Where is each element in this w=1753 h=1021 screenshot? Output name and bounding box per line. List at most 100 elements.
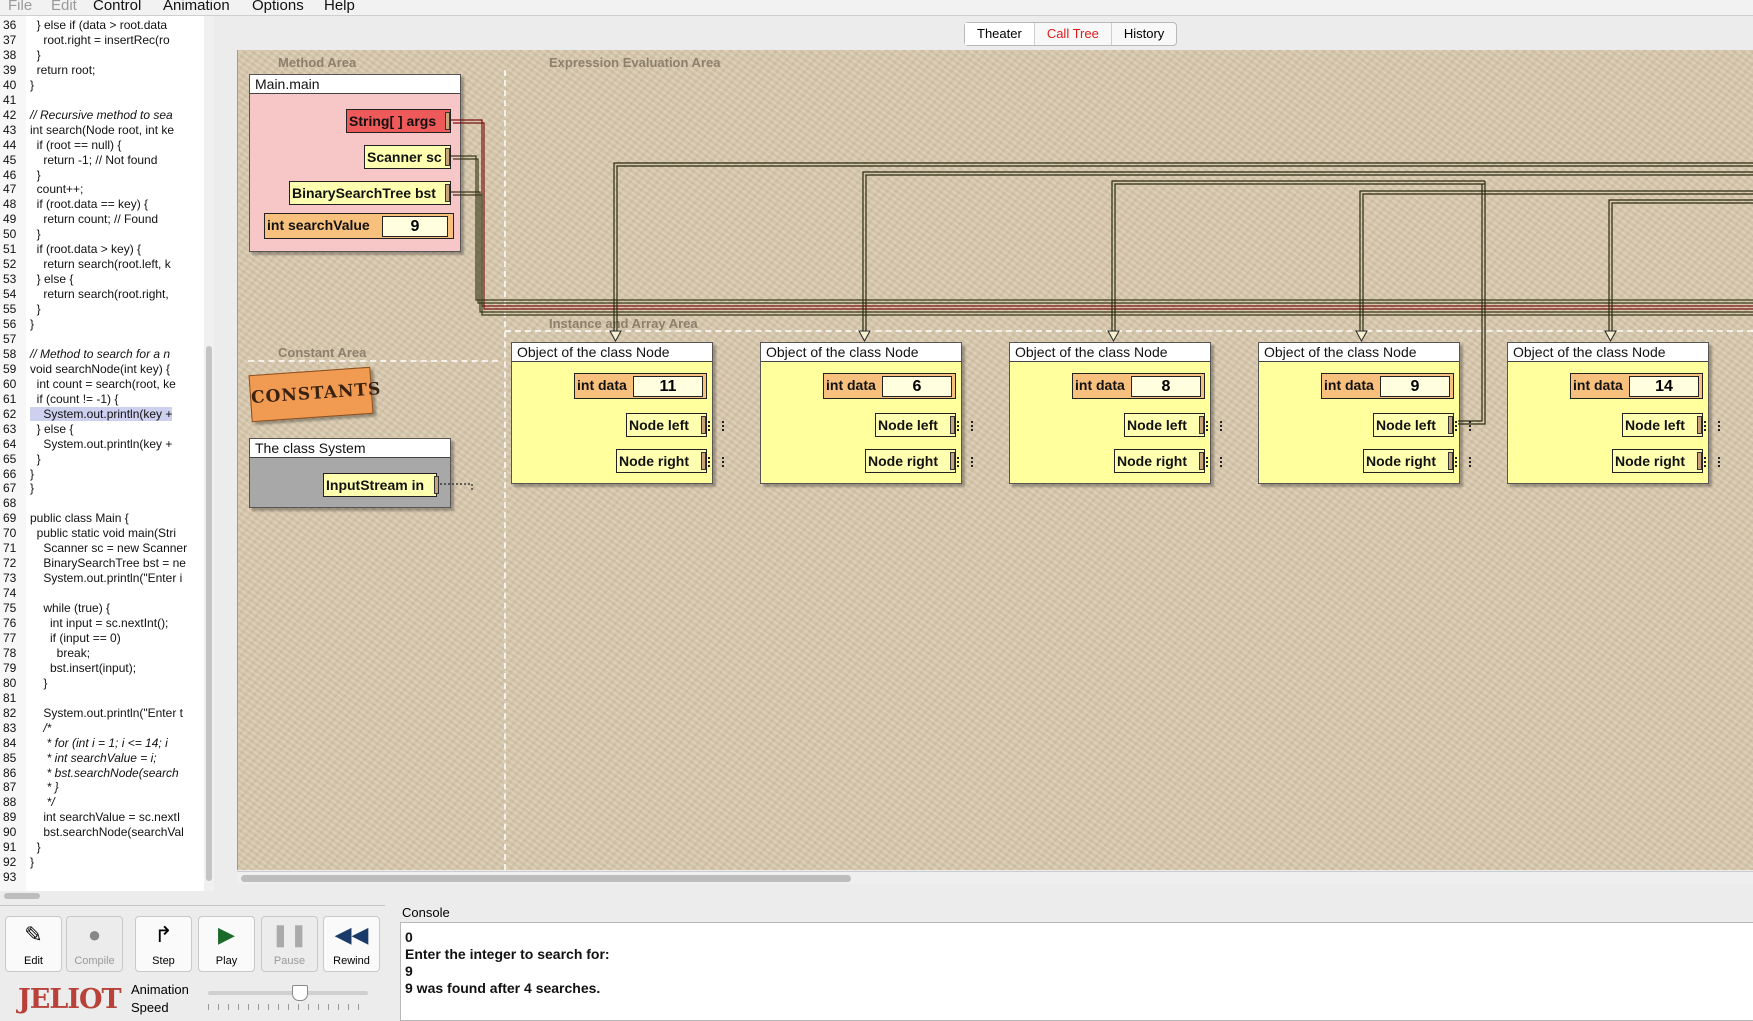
line-number: 50 xyxy=(3,227,17,242)
pause-button[interactable]: ❚❚ Pause xyxy=(261,916,318,972)
line-text: return search(root.left, k xyxy=(30,257,171,272)
line-number: 79 xyxy=(3,660,17,675)
pause-icon: ❚❚ xyxy=(271,922,308,947)
code-line: 93 xyxy=(0,870,204,885)
line-text: if (input == 0) xyxy=(30,630,121,645)
code-scroll-thumb[interactable] xyxy=(206,346,212,881)
code-hscroll-thumb[interactable] xyxy=(4,893,40,899)
line-number-gutter xyxy=(0,16,26,892)
line-text: * for (int i = 1; i <= 14; i xyxy=(30,735,168,750)
menu-help[interactable]: Help xyxy=(324,0,355,14)
code-line: 89 int searchValue = sc.nextI xyxy=(0,810,204,825)
line-number: 86 xyxy=(3,765,17,780)
node-right-connector xyxy=(1199,452,1204,470)
speed-slider-ticks xyxy=(208,1004,368,1010)
theater-scroll-thumb[interactable] xyxy=(241,875,851,882)
tab-history[interactable]: History xyxy=(1123,26,1165,41)
node-object-title: Object of the class Node xyxy=(1010,343,1210,362)
node-left-connector xyxy=(950,416,955,434)
tab-theater[interactable]: Theater xyxy=(965,23,1035,45)
null-left-marker xyxy=(1704,421,1720,431)
line-number: 46 xyxy=(3,167,17,182)
line-text: } xyxy=(30,481,35,496)
menu-control[interactable]: Control xyxy=(93,0,142,14)
null-left-marker xyxy=(957,421,973,431)
edit-button-label: Edit xyxy=(24,955,43,967)
constants-stamp: CONSTANTS xyxy=(248,366,382,423)
node-left-field: Node left xyxy=(1622,413,1703,437)
line-text: /* xyxy=(30,720,52,735)
code-line: 83 /* xyxy=(0,721,204,736)
line-text: bst.insert(input); xyxy=(30,660,137,675)
line-number: 47 xyxy=(3,182,17,197)
menu-file[interactable]: File xyxy=(8,0,33,14)
code-line: 57 xyxy=(0,332,204,347)
tab-call-tree[interactable]: Call Tree xyxy=(1035,23,1112,45)
line-text: } xyxy=(30,77,35,92)
rewind-icon: ◀◀ xyxy=(334,922,369,947)
line-number: 80 xyxy=(3,675,17,690)
line-text: if (root.data == key) { xyxy=(30,197,149,212)
compile-button[interactable]: ● Compile xyxy=(66,916,123,972)
code-line: 37 root.right = insertRec(ro xyxy=(0,33,204,48)
line-number: 76 xyxy=(3,616,17,630)
compile-icon: ● xyxy=(87,922,102,947)
code-line: 36 } else if (data > root.data xyxy=(0,18,204,33)
console-output[interactable]: 0 Enter the integer to search for: 9 9 w… xyxy=(400,922,1753,1021)
code-line: 58// Method to search for a n xyxy=(0,347,204,362)
play-button[interactable]: ▶ Play xyxy=(198,916,255,972)
node-data-label: int data xyxy=(577,377,627,393)
node-data-label: int data xyxy=(1075,377,1125,393)
line-number: 67 xyxy=(3,481,17,496)
code-line: 60 int count = search(root, ke xyxy=(0,377,204,392)
rewind-button[interactable]: ◀◀ Rewind xyxy=(323,916,380,972)
line-number: 62 xyxy=(3,406,17,421)
line-number: 78 xyxy=(3,645,17,660)
null-left-marker xyxy=(708,421,724,431)
node-data-value: 9 xyxy=(1380,376,1450,397)
code-line: 88 */ xyxy=(0,795,204,810)
code-line: 56} xyxy=(0,317,204,332)
null-right-marker xyxy=(957,457,973,467)
line-text: } xyxy=(30,47,41,62)
constant-area-label: Constant Area xyxy=(278,345,367,360)
line-number: 74 xyxy=(3,586,17,601)
line-text: int input = sc.nextInt(); xyxy=(30,616,169,630)
node-right-connector xyxy=(701,452,706,470)
theater-horizontal-scrollbar[interactable] xyxy=(237,871,1753,884)
line-number: 75 xyxy=(3,601,17,616)
menu-edit[interactable]: Edit xyxy=(51,0,77,14)
code-horizontal-scrollbar[interactable] xyxy=(0,891,214,901)
line-number: 57 xyxy=(3,331,17,346)
method-area-divider xyxy=(504,70,506,870)
line-text: return root; xyxy=(30,62,96,77)
node-right-field: Node right xyxy=(1363,449,1454,473)
speed-label-line1: Animation xyxy=(131,982,189,997)
line-text: count++; xyxy=(30,182,84,197)
node-left-connector xyxy=(701,416,706,434)
speed-slider-thumb[interactable] xyxy=(292,985,308,1001)
code-line: 48 if (root.data == key) { xyxy=(0,197,204,212)
code-line: 67} xyxy=(0,481,204,496)
node-object-11: Object of the class Node int data 11 Nod… xyxy=(511,342,724,484)
line-text: } xyxy=(30,855,35,870)
menu-animation[interactable]: Animation xyxy=(163,0,230,14)
play-icon: ▶ xyxy=(218,922,235,947)
node-right-field: Node right xyxy=(1612,449,1703,473)
line-text: * } xyxy=(30,780,59,795)
step-button[interactable]: ↱ Step xyxy=(135,916,192,972)
code-vertical-scrollbar[interactable] xyxy=(204,16,214,892)
node-right-connector xyxy=(1448,452,1453,470)
edit-button[interactable]: ✎ Edit xyxy=(5,916,62,972)
line-number: 43 xyxy=(3,122,17,137)
rewind-button-label: Rewind xyxy=(333,955,370,967)
menu-options[interactable]: Options xyxy=(252,0,304,14)
code-line: 70 public static void main(Stri xyxy=(0,526,204,541)
speed-slider-track[interactable] xyxy=(208,991,368,995)
node-left-connector xyxy=(1199,416,1204,434)
node-data-value: 11 xyxy=(633,376,703,397)
node-data-label: int data xyxy=(826,377,876,393)
line-text: * bst.searchNode(search xyxy=(30,765,179,780)
line-number: 55 xyxy=(3,302,17,317)
